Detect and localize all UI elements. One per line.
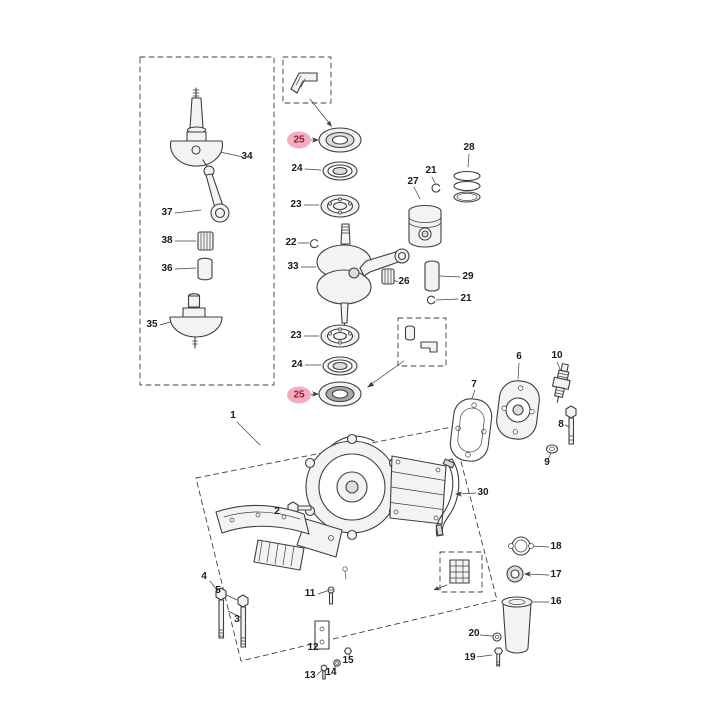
- leader-lines: [159, 98, 570, 676]
- part-callout-29: 29: [462, 271, 474, 282]
- part-callout-26: 26: [398, 276, 410, 287]
- part-crankcase: [296, 433, 447, 580]
- part-lower-bearing-25: [318, 381, 362, 407]
- part-piston-rings: [453, 170, 481, 203]
- part-callout-38: 38: [161, 235, 173, 246]
- part-bolt-8: [565, 405, 577, 445]
- part-lower-ball-bearing-23: [320, 324, 360, 348]
- part-pin-clip-upper: [431, 183, 441, 193]
- part-upper-seal-24: [322, 161, 358, 181]
- part-callout-5: 5: [215, 585, 221, 596]
- part-bolt-19: [493, 647, 504, 667]
- part-callout-6: 6: [516, 351, 522, 362]
- part-callout-9: 9: [544, 457, 550, 468]
- part-upper-bearing-25: [318, 127, 362, 153]
- part-callout-2: 2: [274, 506, 280, 517]
- part-callout-21: 21: [460, 293, 472, 304]
- part-callout-36: 36: [161, 263, 173, 274]
- part-callout-12: 12: [307, 642, 319, 653]
- part-callout-35: 35: [146, 319, 158, 330]
- part-callout-4: 4: [201, 571, 207, 582]
- part-callout-24: 24: [291, 359, 303, 370]
- part-callout-27: 27: [407, 176, 419, 187]
- part-washer-20: [492, 632, 502, 642]
- part-callout-8: 8: [558, 419, 564, 430]
- part-bearing-cage: [197, 231, 214, 251]
- part-crankshaft-lower: [169, 293, 223, 349]
- part-cover-plate: [496, 380, 540, 440]
- part-callout-17: 17: [550, 569, 562, 580]
- part-callout-28: 28: [463, 142, 475, 153]
- part-callout-3: 3: [234, 614, 240, 625]
- part-oil-seal-17: [506, 565, 524, 583]
- part-seal-housing-16: [501, 596, 533, 654]
- part-callout-13: 13: [304, 670, 316, 681]
- part-seal-housing-inset: [404, 325, 438, 353]
- part-callout-7: 7: [471, 379, 477, 390]
- part-connecting-rod: [203, 165, 230, 223]
- part-upper-ball-bearing-23: [320, 194, 360, 218]
- part-callout-19: 19: [464, 652, 476, 663]
- part-small-hardware: [314, 586, 353, 680]
- part-roller-bearing-26: [381, 268, 395, 285]
- part-callout-20: 20: [468, 628, 480, 639]
- part-callout-18: 18: [550, 541, 562, 552]
- part-long-bolts: [215, 587, 249, 648]
- part-callout-11: 11: [304, 588, 316, 599]
- part-callout-37: 37: [161, 207, 173, 218]
- part-callout-1: 1: [230, 410, 236, 421]
- part-lower-shell: [215, 504, 310, 571]
- part-reed-plate-inset: [449, 559, 470, 584]
- part-callout-21: 21: [425, 165, 437, 176]
- part-gasket-plate: [449, 398, 493, 462]
- part-callout-25: 25: [287, 131, 311, 149]
- part-callout-25: 25: [287, 386, 311, 404]
- part-pin-clip-lower: [426, 295, 436, 305]
- part-lower-seal-24: [322, 356, 358, 376]
- part-callout-22: 22: [285, 237, 297, 248]
- part-callout-30: 30: [477, 487, 489, 498]
- part-washer-9: [545, 444, 559, 454]
- part-callout-15: 15: [342, 655, 354, 666]
- part-callout-16: 16: [550, 596, 562, 607]
- part-callout-14: 14: [325, 667, 337, 678]
- part-piston: [408, 204, 442, 248]
- part-callout-24: 24: [291, 163, 303, 174]
- part-wrist-pin: [424, 260, 440, 292]
- part-callout-10: 10: [551, 350, 563, 361]
- part-callout-34: 34: [241, 151, 253, 162]
- part-gasket-ring-18: [508, 536, 534, 556]
- part-seal-retainer-inset: [290, 72, 318, 94]
- part-callout-23: 23: [290, 199, 302, 210]
- part-spark-plug: [552, 363, 571, 403]
- part-hose: [435, 458, 460, 537]
- part-roller-pin: [197, 257, 213, 281]
- part-crankshaft-center: [316, 223, 410, 331]
- part-callout-23: 23: [290, 330, 302, 341]
- part-crankshaft-upper: [169, 87, 224, 169]
- part-callout-33: 33: [287, 261, 299, 272]
- part-clip-22: [309, 239, 319, 249]
